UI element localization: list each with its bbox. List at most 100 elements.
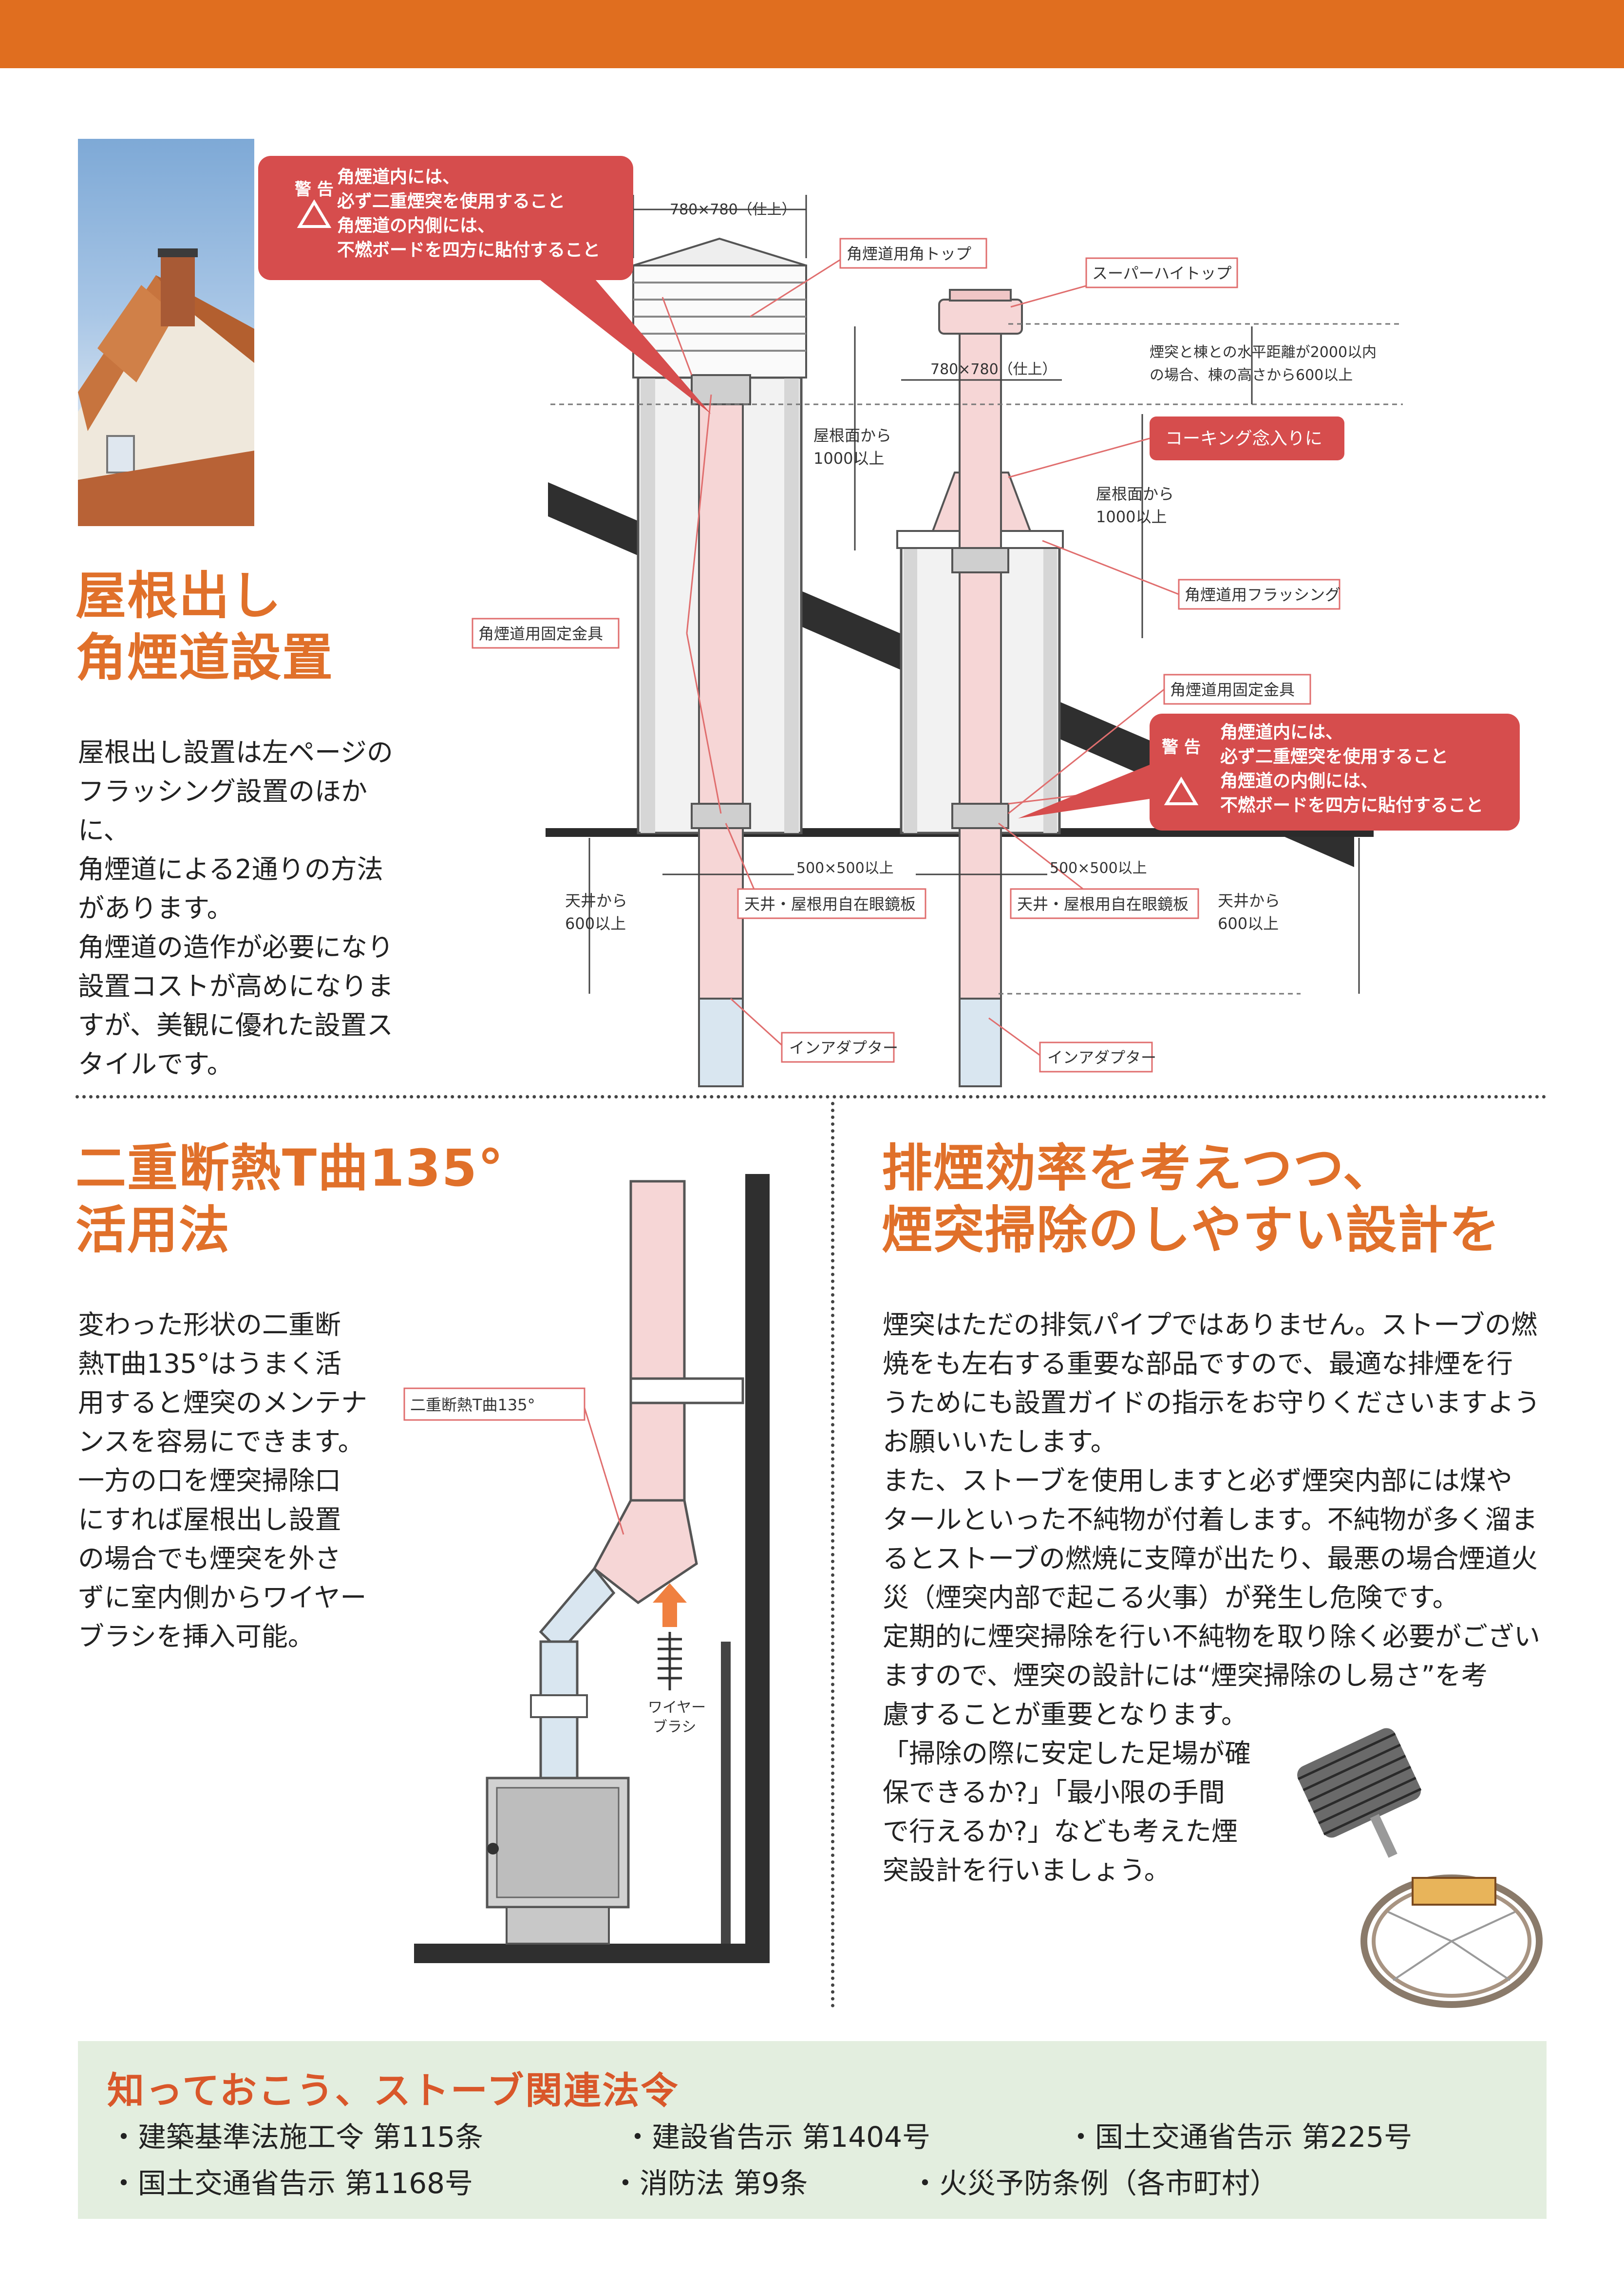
stove-handle: [487, 1843, 499, 1855]
right-housing-wall: [904, 546, 917, 833]
section-divider-vertical: [831, 1102, 834, 2008]
body-line: 保できるか?」「最小限の手間: [883, 1777, 1225, 1808]
left-housing-wall: [784, 378, 799, 833]
body-line: 突設計を行いましょう。: [883, 1855, 1171, 1886]
body-line: ブラシを挿入可能。: [78, 1621, 314, 1652]
super-high-top-cap: [949, 289, 1012, 302]
right-housing-wall: [1043, 546, 1057, 833]
flashing-label: 角煙道用フラッシング: [1185, 586, 1341, 604]
body-line: 設置コストが高めになりま: [78, 971, 394, 1002]
roof-distance-label: 屋根面から: [813, 426, 891, 445]
ceiling-distance-label: 天井から: [1218, 891, 1280, 910]
warning-box: [258, 156, 633, 280]
law-item: ・建設省告示 第1404号: [623, 2120, 931, 2154]
superhightop-label: スーパーハイトップ: [1092, 264, 1231, 283]
warning-line: 角煙道の内側には、: [1220, 771, 1378, 791]
body-line: ンスを容易にできます。: [78, 1426, 364, 1457]
roof-distance-label: 屋根面から: [1096, 485, 1174, 503]
brush-label: ブラシ: [653, 1719, 696, 1736]
body-line: 慮することが重要となります。: [883, 1699, 1247, 1730]
body-line: 「掃除の際に安定した足場が確: [883, 1738, 1251, 1769]
body-line: タールといった不純物が付着します。不純物が多く溜ま: [883, 1504, 1538, 1535]
warning-line: 必ず二重煙突を使用すること: [1220, 747, 1448, 767]
body-line: すが、美観に優れた設置ス: [78, 1010, 393, 1041]
section3-title-line1: 排煙効率を考えつつ、: [882, 1138, 1395, 1198]
section1-body: 屋根出し設置は左ページの フラッシング設置のほかに、 角煙道による2通りの方法 …: [78, 733, 419, 1084]
body-line: 煙突はただの排気パイプではありません。ストーブの燃: [883, 1309, 1538, 1340]
inner-wall: [721, 1642, 731, 1953]
section3-body-tail: 「掃除の際に安定した足場が確 保できるか?」「最小限の手間 で行えるか?」なども…: [883, 1734, 1282, 1890]
law-item: ・消防法 第9条: [611, 2167, 808, 2200]
inadapter-label: インアダプター: [789, 1039, 898, 1057]
pipe-joint: [530, 1694, 588, 1718]
body-line: るとストーブの燃焼に支障が出たり、最悪の場合煙道火: [883, 1543, 1538, 1574]
section1-title: 屋根出し 角煙道設置: [76, 565, 334, 689]
wall-bracket: [629, 1377, 744, 1404]
house-chimney-photo: [78, 139, 254, 526]
section1-title-line1: 屋根出し: [76, 566, 283, 625]
body-line: 災（煙突内部で起こる火事）が発生し危険です。: [883, 1582, 1459, 1613]
law-item: ・国土交通省告示 第225号: [1067, 2120, 1413, 2154]
chimney-brush-photo: [1297, 1728, 1422, 1858]
ceiling-distance-label: 600以上: [565, 914, 626, 933]
left-housing-wall: [641, 378, 655, 833]
left-pipe: [698, 384, 744, 1014]
section1-title-line2: 角煙道設置: [76, 627, 334, 687]
left-top-roof: [633, 237, 807, 266]
tbend-label: 二重断熱T曲135°: [410, 1396, 535, 1414]
fixture-label: 角煙道用固定金具: [478, 625, 603, 643]
left-fixture-top: [691, 374, 751, 405]
body-line: タイルです。: [78, 1049, 233, 1079]
body-line: 熱T曲135°はうまく活: [78, 1348, 342, 1379]
vertical-pipe: [629, 1180, 686, 1524]
warning-badge: 警 告: [1162, 738, 1201, 757]
fixture-label: 角煙道用固定金具: [1170, 681, 1295, 699]
roof-distance-label: 1000以上: [813, 449, 884, 468]
body-line: 変わった形状の二重断: [78, 1309, 341, 1340]
body-line: 一方の口を煙突掃除口: [78, 1465, 341, 1496]
section2-title-line1: 二重断熱T曲135°: [76, 1138, 505, 1198]
warning-icon: [297, 199, 332, 228]
body-line: 定期的に煙突掃除を行い不純物を取り除く必要がござい: [883, 1621, 1540, 1652]
related-laws-box: 知っておこう、ストーブ関連法令 ・建築基準法施工令 第115条 ・建設省告示 第…: [78, 2041, 1547, 2219]
roof-distance-label: 1000以上: [1096, 508, 1167, 526]
kakuentop-label: 角煙道用角トップ: [847, 245, 971, 263]
body-line: お願いいたします。: [883, 1426, 1117, 1457]
floor: [414, 1944, 770, 1963]
ceiling-distance-label: 天井から: [565, 891, 627, 910]
horizontal-note: の場合、棟の高さから600以上: [1150, 367, 1353, 384]
right-pipe: [959, 333, 1002, 1087]
section2-title: 二重断熱T曲135° 活用法: [76, 1137, 504, 1261]
body-line: 用すると煙突のメンテナ: [78, 1387, 367, 1418]
law-item: ・建築基準法施工令 第115条: [110, 2120, 484, 2154]
left-inadapter-pipe: [698, 998, 744, 1087]
warning-line: 角煙道内には、: [337, 167, 460, 187]
ceiling-plate-label: 天井・屋根用自在眼鏡板: [744, 895, 916, 913]
law-item: ・火災予防条例（各市町村）: [911, 2167, 1279, 2200]
right-inadapter-pipe: [959, 998, 1002, 1087]
angled-pipe: [539, 1567, 616, 1653]
wall: [745, 1174, 770, 1963]
brush-rod-coil-photo: [1360, 1874, 1543, 2008]
warning-line: 不燃ボードを四方に貼付すること: [337, 240, 600, 260]
warning-badge: 警 告: [295, 180, 334, 199]
law-item: ・国土交通省告示 第1168号: [110, 2167, 473, 2200]
brush-label: ワイヤー: [648, 1699, 706, 1716]
body-line: があります。: [78, 893, 233, 924]
tbend-diagram: ワイヤー ブラシ 二重断熱T曲135°: [403, 1174, 770, 1963]
section3-title-line2: 煙突掃除のしやすい設計を: [882, 1200, 1501, 1260]
section3-title: 排煙効率を考えつつ、 煙突掃除のしやすい設計を: [882, 1137, 1501, 1261]
right-fixture-top: [951, 547, 1009, 573]
warning-box: [1150, 714, 1520, 831]
dim-500-label: 500×500以上: [1050, 860, 1147, 877]
body-line: 角煙道による2通りの方法: [78, 854, 383, 885]
body-line: ずに室内側からワイヤー: [78, 1582, 367, 1613]
warning-line: 角煙道の内側には、: [337, 216, 495, 236]
inadapter-label: インアダプター: [1047, 1048, 1156, 1067]
body-line: ますので、煙突の設計には“煙突掃除のし易さ”を考: [883, 1660, 1488, 1691]
section2-body: 変わった形状の二重断 熱T曲135°はうまく活 用すると煙突のメンテナ ンスを容…: [78, 1306, 380, 1656]
section3-body: 煙突はただの排気パイプではありません。ストーブの燃 焼をも左右する重要な部品です…: [883, 1306, 1555, 1734]
body-line: うためにも設置ガイドの指示をお守りくださいますよう: [883, 1387, 1540, 1418]
caulking-label: コーキング念入りに: [1165, 429, 1322, 449]
caulking-label-box: [1150, 416, 1344, 460]
